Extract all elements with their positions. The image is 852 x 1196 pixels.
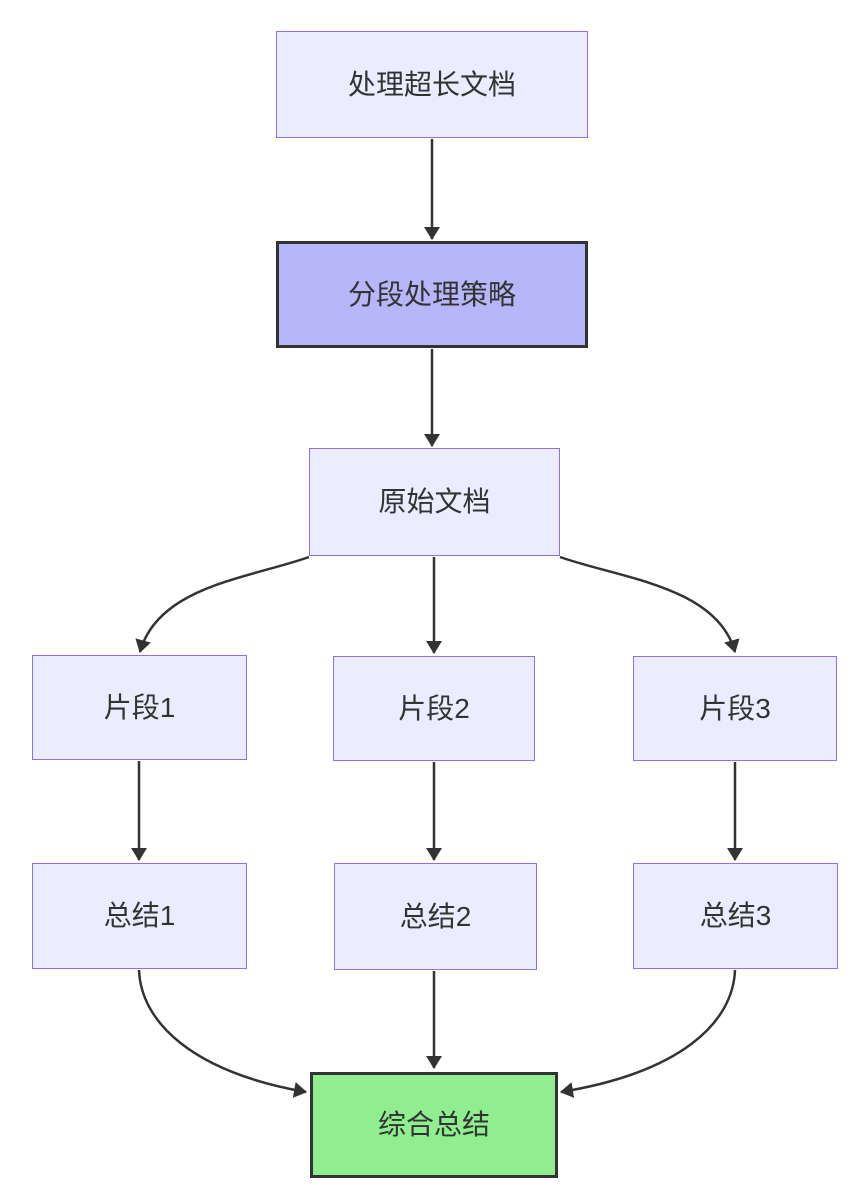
node-process-long-doc: 处理超长文档 xyxy=(276,31,588,138)
node-label: 总结2 xyxy=(399,900,472,932)
node-segment-3: 片段3 xyxy=(633,656,837,761)
node-segment-strategy: 分段处理策略 xyxy=(276,241,588,348)
node-segment-1: 片段1 xyxy=(32,655,247,760)
node-segment-2: 片段2 xyxy=(333,656,535,761)
node-summary-2: 总结2 xyxy=(334,863,537,970)
edge-original-to-seg3 xyxy=(559,555,740,653)
node-label: 总结3 xyxy=(699,900,772,932)
node-combined-summary: 综合总结 xyxy=(310,1072,558,1178)
node-summary-3: 总结3 xyxy=(633,863,838,969)
node-label: 片段2 xyxy=(398,692,470,724)
node-label: 总结1 xyxy=(103,900,176,932)
edge-original-to-seg1 xyxy=(135,555,310,653)
edge-sum1-to-final xyxy=(137,969,307,1098)
node-label: 片段3 xyxy=(699,692,771,724)
node-label: 处理超长文档 xyxy=(347,68,516,100)
node-label: 片段1 xyxy=(103,691,176,723)
node-label: 分段处理策略 xyxy=(347,278,516,310)
node-label: 综合总结 xyxy=(377,1109,490,1141)
node-original-document: 原始文档 xyxy=(309,448,560,556)
edge-sum3-to-final xyxy=(560,969,737,1098)
node-label: 原始文档 xyxy=(378,486,491,518)
node-summary-1: 总结1 xyxy=(32,863,247,969)
